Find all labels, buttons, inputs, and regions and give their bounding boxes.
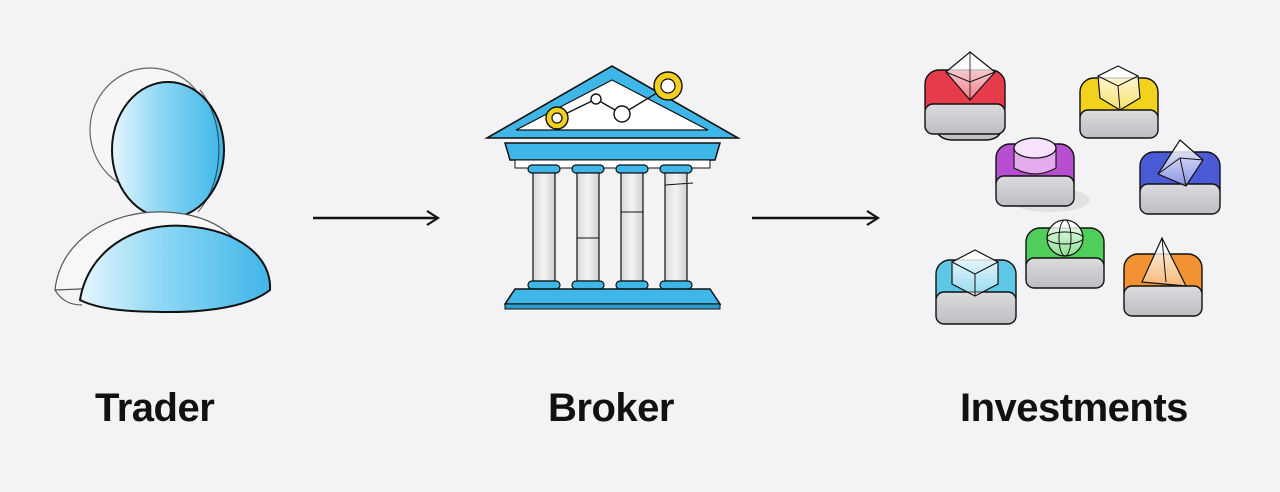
node-label-investments: Investments bbox=[960, 386, 1188, 430]
asset-tile-indigo bbox=[1139, 139, 1221, 215]
pillar bbox=[527, 164, 561, 290]
bank-building-icon bbox=[484, 65, 742, 310]
pillar bbox=[615, 164, 649, 290]
pillar bbox=[571, 164, 605, 290]
node-label-trader: Trader bbox=[95, 386, 215, 430]
person-icon bbox=[54, 67, 272, 314]
asset-tile-cyan bbox=[935, 249, 1017, 325]
asset-tile-red bbox=[924, 51, 1006, 141]
cube-icon bbox=[951, 249, 999, 297]
cylinder-icon bbox=[1013, 137, 1057, 175]
asset-tiles-icon bbox=[924, 51, 1221, 325]
asset-tile-green bbox=[1025, 219, 1105, 289]
asset-tile-yellow bbox=[1079, 65, 1159, 139]
pillar bbox=[659, 164, 694, 290]
sphere-icon bbox=[1046, 219, 1084, 257]
asset-tile-orange bbox=[1123, 236, 1203, 317]
asset-tile-purple bbox=[995, 137, 1090, 212]
node-label-broker: Broker bbox=[548, 386, 674, 430]
pyramid-icon bbox=[1141, 236, 1188, 287]
